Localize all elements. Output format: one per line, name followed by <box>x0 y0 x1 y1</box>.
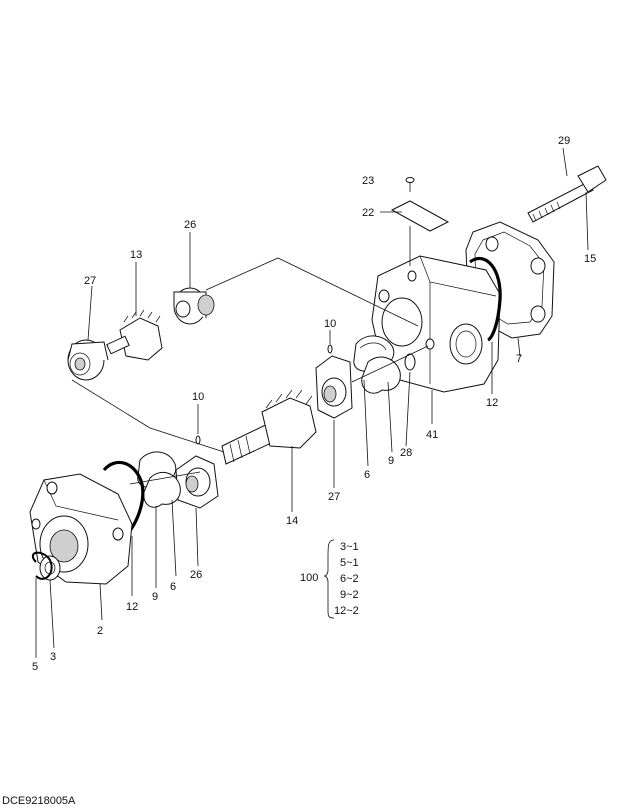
callout-9-upper: 9 <box>388 455 394 467</box>
bearing-upper-right-part <box>173 287 215 325</box>
kit-item: 5~1 <box>340 557 359 569</box>
callout-2: 2 <box>97 625 103 637</box>
callout-12-upper: 12 <box>486 397 498 409</box>
callout-15: 15 <box>584 253 596 265</box>
callout-10-upper: 10 <box>324 318 336 330</box>
callout-26-upper: 26 <box>184 219 196 231</box>
pin-center-part <box>404 353 416 371</box>
kit-item: 6~2 <box>340 573 359 585</box>
callout-13: 13 <box>130 249 142 261</box>
callout-26-lower: 26 <box>190 569 202 581</box>
callout-14: 14 <box>286 515 298 527</box>
kit-number: 100 <box>300 572 318 584</box>
backup-ring-lower-part <box>143 471 181 508</box>
kit-item: 12~2 <box>334 605 359 617</box>
kit-item: 9~2 <box>340 589 359 601</box>
callout-41: 41 <box>426 429 438 441</box>
snap-ring-part <box>31 551 53 580</box>
pump-body-part <box>371 255 501 393</box>
callout-27-upper: 27 <box>84 275 96 287</box>
pin-upper-part <box>327 344 333 354</box>
callout-28: 28 <box>400 447 412 459</box>
bolt-part <box>527 165 607 223</box>
leader-lines <box>35 147 589 658</box>
name-plate-part <box>390 200 450 232</box>
callout-6-lower: 6 <box>170 581 176 593</box>
callout-9-lower: 9 <box>152 591 158 603</box>
driven-gear-part <box>106 309 163 361</box>
kit-bracket <box>323 539 335 619</box>
callout-23: 23 <box>362 175 374 187</box>
callout-3: 3 <box>50 651 56 663</box>
bearing-upper-left-part <box>67 339 109 381</box>
callout-27-lower: 27 <box>328 491 340 503</box>
callout-22: 22 <box>362 207 374 219</box>
bushing-lower-part <box>175 455 219 509</box>
kit-item: 3~1 <box>340 541 359 553</box>
callout-29: 29 <box>558 135 570 147</box>
bushing-center-part <box>315 355 353 419</box>
callout-6-upper: 6 <box>364 469 370 481</box>
pin-lower-part <box>195 435 201 445</box>
callout-7: 7 <box>516 353 522 365</box>
callout-10-lower: 10 <box>192 391 204 403</box>
callout-5: 5 <box>32 661 38 673</box>
backup-ring-center-part <box>361 356 401 394</box>
screw-part <box>405 177 415 192</box>
figure-code: DCE9218005A <box>2 795 76 807</box>
callout-12-lower: 12 <box>126 601 138 613</box>
drive-shaft-part <box>221 389 317 465</box>
o-ring-upper-part <box>469 256 502 342</box>
